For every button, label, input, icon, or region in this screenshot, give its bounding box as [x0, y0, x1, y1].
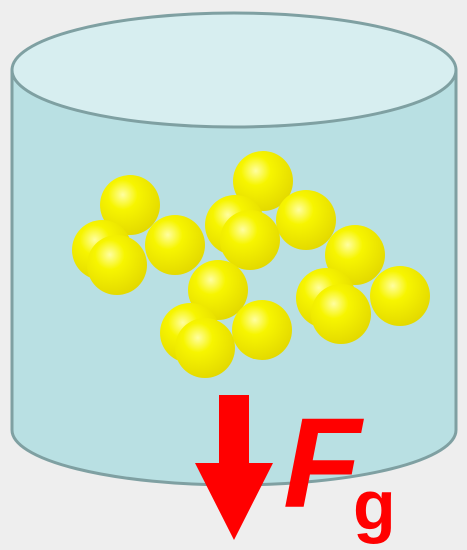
particle [311, 284, 371, 344]
particle [232, 300, 292, 360]
particle [188, 260, 248, 320]
particle [175, 318, 235, 378]
particle [100, 175, 160, 235]
force-subscript: g [353, 466, 396, 544]
particle [370, 266, 430, 326]
particle [325, 225, 385, 285]
particle [87, 235, 147, 295]
force-symbol: F [283, 392, 362, 535]
particle-group [72, 151, 430, 378]
gravity-arrow [195, 395, 273, 540]
container-top [10, 11, 458, 129]
particle [145, 215, 205, 275]
particle [220, 210, 280, 270]
particle [276, 190, 336, 250]
particle [233, 151, 293, 211]
